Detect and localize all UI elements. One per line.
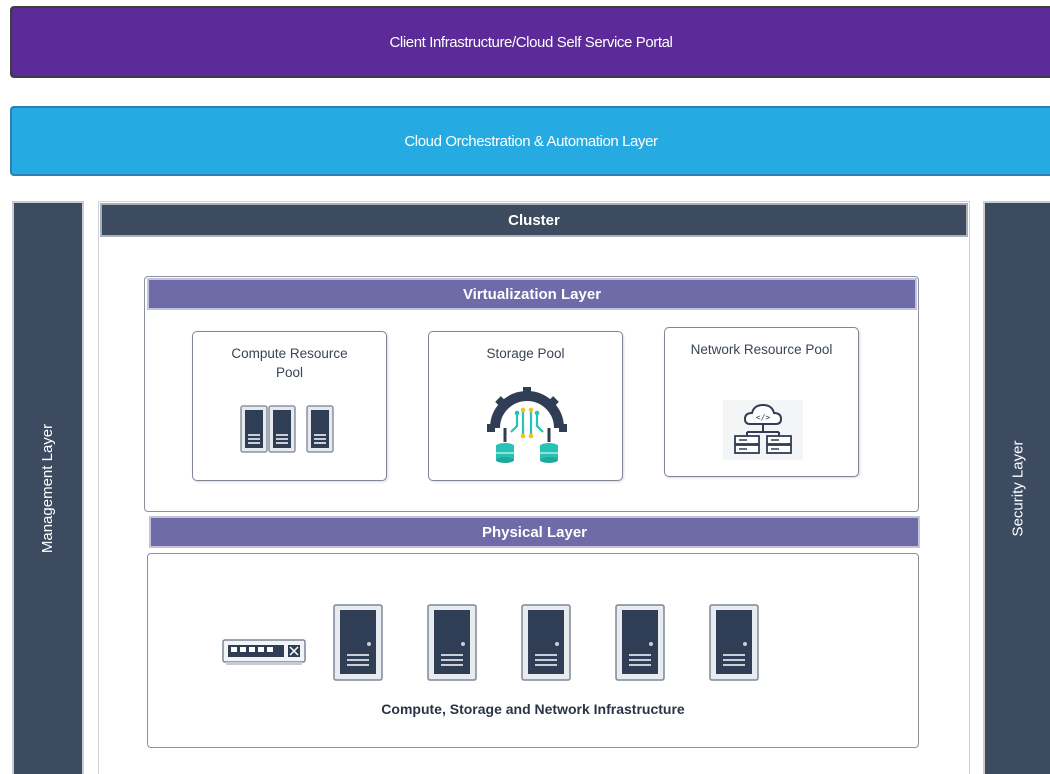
- self-service-portal-bar: Client Infrastructure/Cloud Self Service…: [10, 6, 1050, 78]
- svg-text:</>: </>: [756, 413, 771, 422]
- management-layer-bar: Management Layer: [12, 201, 84, 774]
- server-icon: [615, 604, 665, 681]
- cloud-network-icon: </>: [723, 400, 803, 460]
- compute-resource-pool-label: Compute Resource Pool: [231, 346, 348, 380]
- storage-pool-card: Storage Pool: [428, 331, 623, 481]
- orchestration-layer-bar: Cloud Orchestration & Automation Layer: [10, 106, 1050, 176]
- network-resource-pool-label: Network Resource Pool: [690, 342, 833, 357]
- storage-pool-label: Storage Pool: [486, 346, 565, 361]
- network-resource-pool-card: Network Resource Pool </>: [664, 327, 859, 477]
- management-layer-label: Management Layer: [39, 423, 57, 554]
- self-service-portal-label: Client Infrastructure/Cloud Self Service…: [389, 33, 673, 51]
- security-layer-bar: Security Layer: [983, 201, 1050, 774]
- physical-layer-header: Physical Layer: [149, 516, 920, 548]
- server-icon: [333, 604, 383, 681]
- virtualization-layer-header: Virtualization Layer: [147, 278, 917, 310]
- server-icon: [709, 604, 759, 681]
- server-rack-icon: [240, 405, 334, 453]
- physical-layer-label: Physical Layer: [481, 523, 588, 541]
- compute-resource-pool-card: Compute Resource Pool: [192, 331, 387, 481]
- security-layer-label: Security Layer: [1009, 440, 1026, 537]
- server-icon: [521, 604, 571, 681]
- orchestration-layer-label: Cloud Orchestration & Automation Layer: [404, 132, 658, 150]
- cluster-label: Cluster: [508, 211, 560, 229]
- server-icon: [427, 604, 477, 681]
- physical-infrastructure-caption: Compute, Storage and Network Infrastruct…: [381, 701, 685, 717]
- virtualization-layer-container: [144, 276, 919, 512]
- cluster-header: Cluster: [100, 203, 968, 237]
- virtualization-layer-label: Virtualization Layer: [462, 285, 602, 303]
- gear-storage-icon: [487, 387, 567, 463]
- network-switch-icon: [222, 639, 306, 665]
